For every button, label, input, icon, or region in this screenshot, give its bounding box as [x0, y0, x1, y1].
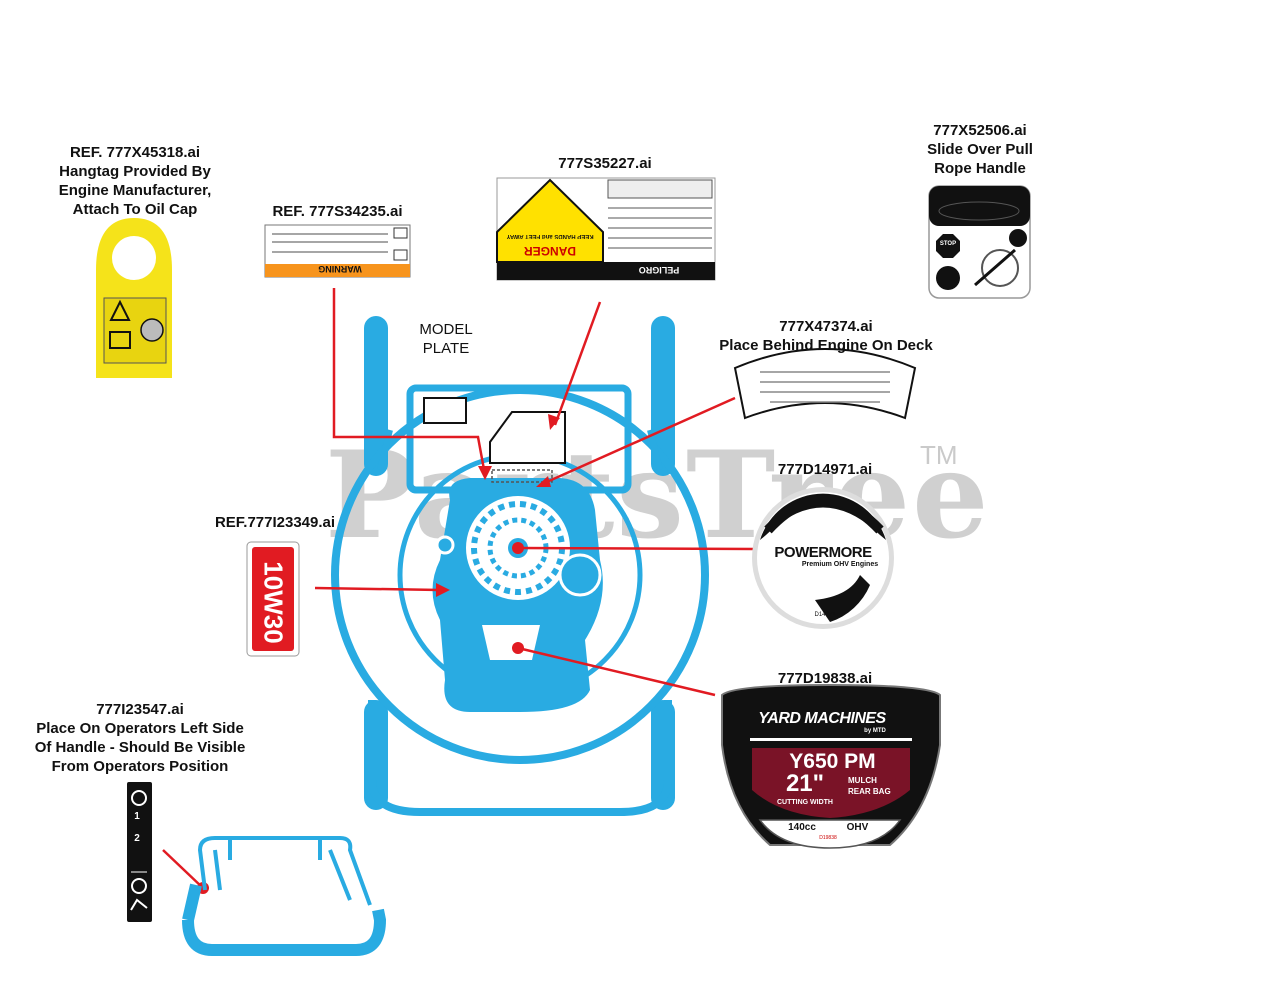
pull-rope-line-3: Rope Handle	[934, 160, 1026, 177]
ym-cutting-text: CUTTING WIDTH	[777, 799, 833, 806]
ym-code-text: D19838	[819, 835, 837, 841]
handle-ref: 777I23547.ai	[96, 701, 184, 718]
danger-decal-position	[489, 411, 566, 464]
model-plate-box	[423, 397, 467, 424]
handle-callout: 777I23547.ai Place On Operators Left Sid…	[15, 700, 265, 776]
ym-ohv-text: OHV	[846, 822, 869, 833]
powermore-decal	[752, 487, 894, 629]
powermore-ref: 777D14971.ai	[777, 461, 873, 478]
yard-machines-decal	[721, 683, 941, 849]
warning-ref: REF. 777S34235.ai	[272, 203, 403, 220]
powermore-brand-text: POWERMORE	[774, 544, 872, 561]
oil-callout: REF.777I23349.ai	[195, 513, 355, 532]
ym-width-text: 21"	[785, 770, 825, 797]
hangtag-decal	[96, 218, 172, 378]
engine-illustration	[432, 469, 603, 712]
model-plate-line-2: PLATE	[422, 340, 470, 357]
yard-machines-ref: 777D19838.ai	[777, 670, 873, 687]
pull-rope-line-2: Slide Over Pull	[927, 141, 1033, 158]
peligro-text: PELIGRO	[638, 265, 680, 275]
danger-title-text: DANGER	[524, 244, 577, 258]
handle-line-2: Place On Operators Left Side	[36, 720, 244, 737]
watermark-tm: TM	[920, 440, 958, 470]
ym-by-text: by MTD	[864, 728, 886, 734]
handle-illustration	[182, 836, 387, 956]
leader-lines	[162, 288, 756, 889]
stop-text: STOP	[939, 241, 957, 247]
handle-line-4: From Operators Position	[51, 758, 229, 775]
powermore-code-text: D14971	[814, 612, 836, 618]
hangtag-line-4: Attach To Oil Cap	[72, 201, 198, 218]
ym-rear-text: REAR BAG	[848, 787, 891, 796]
pull-rope-ref: 777X52506.ai	[933, 122, 1027, 139]
powermore-sub-text: Premium OHV Engines	[801, 561, 879, 568]
handle-num-1: 1	[134, 811, 140, 822]
model-plate-line-1: MODEL	[419, 321, 473, 338]
yard-machines-callout: 777D19838.ai	[750, 669, 900, 688]
pull-rope-callout: 777X52506.ai Slide Over Pull Rope Handle	[905, 121, 1055, 178]
warning-banner-text: WARNING	[318, 264, 362, 274]
danger-decal	[496, 177, 716, 281]
hangtag-line-2: Hangtag Provided By	[59, 163, 211, 180]
powermore-callout: 777D14971.ai	[750, 460, 900, 479]
ym-mulch-text: MULCH	[848, 776, 877, 785]
engine-deck-ref: 777X47374.ai	[779, 318, 873, 335]
ym-model-text: Y650 PM	[789, 750, 876, 773]
danger-keep-text: KEEP HANDS and FEET AWAY	[506, 233, 594, 239]
pull-rope-decal	[928, 185, 1031, 299]
hangtag-line-3: Engine Manufacturer,	[58, 182, 212, 199]
warning-callout: REF. 777S34235.ai	[255, 202, 420, 221]
engine-deck-callout: 777X47374.ai Place Behind Engine On Deck	[700, 317, 952, 355]
oil-decal-text: 10W30	[258, 561, 289, 644]
danger-callout: 777S35227.ai	[530, 154, 680, 173]
oil-ref: REF.777I23349.ai	[214, 514, 336, 531]
hangtag-ref: REF. 777X45318.ai	[69, 144, 201, 161]
handle-num-2: 2	[134, 833, 140, 844]
danger-ref: 777S35227.ai	[558, 155, 652, 172]
engine-deck-decal	[733, 348, 917, 420]
handle-line-3: Of Handle - Should Be Visible	[34, 739, 246, 756]
warning-decal	[264, 224, 411, 278]
ym-cc-text: 140cc	[788, 822, 816, 833]
hangtag-callout: REF. 777X45318.ai Hangtag Provided By En…	[40, 143, 230, 219]
engine-deck-line-2: Place Behind Engine On Deck	[719, 337, 933, 354]
oil-decal	[246, 541, 300, 657]
ym-brand-text: YARD MACHINES	[758, 710, 886, 727]
model-plate-callout: MODEL PLATE	[400, 320, 492, 358]
handle-decal	[127, 782, 152, 922]
